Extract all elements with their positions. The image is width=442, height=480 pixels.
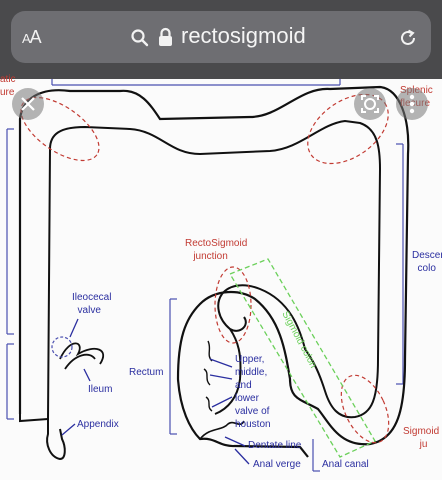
ileum-label: Ileum [88,384,113,395]
url-text[interactable]: rectosigmoid [181,23,306,48]
close-icon [21,97,35,111]
browser-top-bar: AAAA rectosigmoid [0,0,442,79]
lock-icon [159,27,172,46]
lens-button[interactable] [354,88,386,120]
reader-mode-button[interactable]: AAAA [22,27,42,47]
anal-canal-label: Anal canal [322,459,369,470]
address-bar[interactable] [11,11,431,63]
close-button[interactable] [12,88,44,120]
colon-outline [6,79,410,472]
anal-verge-label: Anal verge [253,459,301,470]
more-button[interactable] [396,88,428,120]
more-icon [409,94,415,114]
search-icon [131,29,149,47]
rectosigmoid-junction-label: RectoSigmoid junction [185,238,248,262]
sigmoid-junction-label: Sigmoid ju [403,426,440,450]
dentate-line-label: Dentate line [248,440,302,451]
appendix-label: Appendix [77,419,119,430]
lens-icon [361,95,379,113]
descending-colon-label: Descen colo [412,250,442,274]
reload-icon[interactable] [398,28,418,48]
rectum-label: Rectum [129,367,164,378]
ileocecal-valve-label: Ileocecal valve [72,292,112,316]
